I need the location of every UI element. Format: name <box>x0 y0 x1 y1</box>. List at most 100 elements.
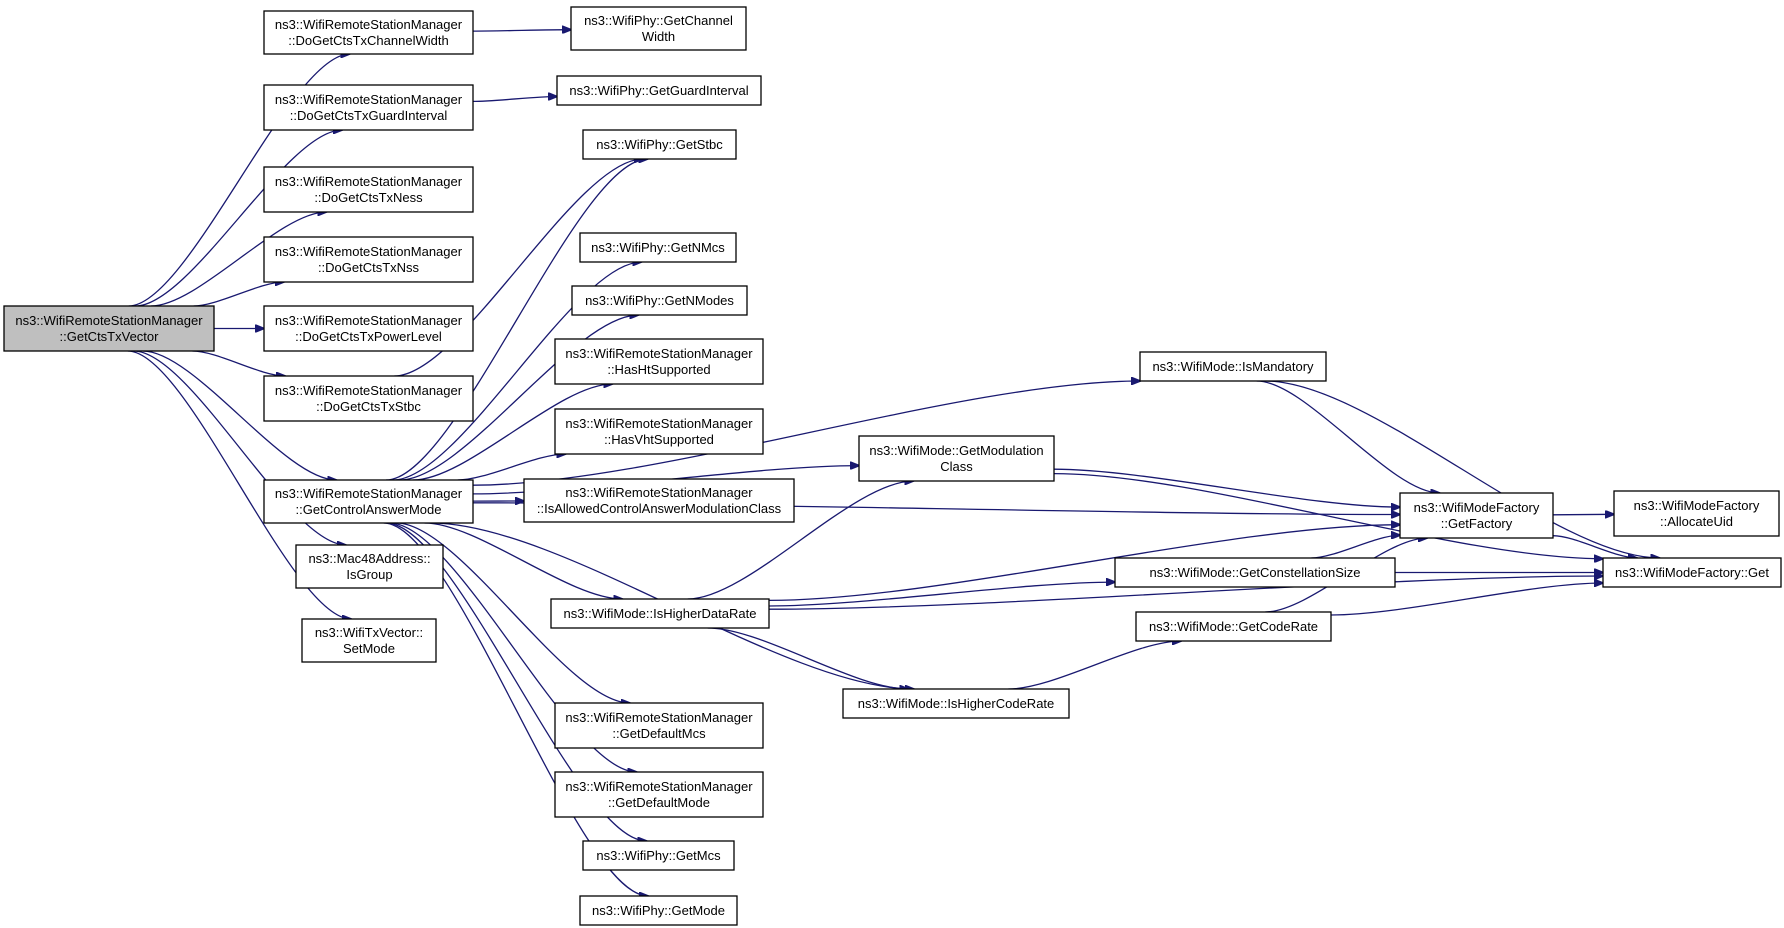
node-nss[interactable]: ns3::WifiRemoteStationManager::DoGetCtsT… <box>263 236 474 283</box>
node-cam[interactable]: ns3::WifiRemoteStationManager::GetContro… <box>263 479 474 524</box>
node-label: ::DoGetCtsTxNss <box>318 260 420 275</box>
node-box <box>263 479 474 524</box>
edge-mandatory-to-mfget <box>1265 380 1659 558</box>
node-box <box>858 435 1055 482</box>
node-defmcs[interactable]: ns3::WifiRemoteStationManager::GetDefaul… <box>554 702 764 749</box>
node-label: ::GetDefaultMode <box>608 795 710 810</box>
node-label: ::GetControlAnswerMode <box>296 502 442 517</box>
node-label: ns3::WifiRemoteStationManager <box>275 313 463 328</box>
edge-root-to-chw <box>128 54 350 307</box>
node-box <box>554 338 764 385</box>
node-label: ns3::WifiRemoteStationManager <box>275 174 463 189</box>
node-box <box>554 408 764 455</box>
node-chw[interactable]: ns3::WifiRemoteStationManager::DoGetCtsT… <box>263 10 474 55</box>
node-phy_gi[interactable]: ns3::WifiPhy::GetGuardInterval <box>556 75 762 106</box>
edge-higherdr-to-mfget <box>768 576 1603 610</box>
node-pow[interactable]: ns3::WifiRemoteStationManager::DoGetCtsT… <box>263 305 474 352</box>
edge-cam-to-higherdr <box>424 522 623 599</box>
node-mandatory[interactable]: ns3::WifiMode::IsMandatory <box>1139 351 1327 382</box>
node-label: ns3::WifiTxVector:: <box>315 625 423 640</box>
node-label: ns3::WifiRemoteStationManager <box>565 416 753 431</box>
nodes-layer: ns3::WifiRemoteStationManager::GetCtsTxV… <box>3 6 1782 926</box>
node-defmode[interactable]: ns3::WifiRemoteStationManager::GetDefaul… <box>554 771 764 818</box>
edge-higherdr-to-constsize <box>768 582 1115 607</box>
edge-highercr-to-coderate <box>1008 641 1181 690</box>
node-box <box>263 10 474 55</box>
edge-cam-to-hasvht <box>457 454 566 481</box>
node-allowed[interactable]: ns3::WifiRemoteStationManager::IsAllowed… <box>523 478 795 523</box>
node-stbc[interactable]: ns3::WifiRemoteStationManager::DoGetCtsT… <box>263 375 474 422</box>
node-phy_mcs[interactable]: ns3::WifiPhy::GetMcs <box>582 840 735 871</box>
node-box <box>579 232 737 263</box>
edge-coderate-to-mfget <box>1330 583 1603 616</box>
node-label: ::DoGetCtsTxChannelWidth <box>288 33 448 48</box>
node-label: ns3::WifiPhy::GetStbc <box>596 137 723 152</box>
node-label: ::DoGetCtsTxNess <box>314 190 423 205</box>
node-label: ns3::WifiPhy::GetChannel <box>584 13 733 28</box>
node-phy_stbc[interactable]: ns3::WifiPhy::GetStbc <box>582 129 737 160</box>
edge-cam-to-phy_nmcs <box>392 262 642 481</box>
node-label: ::AllocateUid <box>1660 514 1733 529</box>
node-label: ::DoGetCtsTxPowerLevel <box>295 329 442 344</box>
node-label: IsGroup <box>346 567 392 582</box>
node-label: Width <box>642 29 675 44</box>
node-label: ns3::WifiMode::GetConstellationSize <box>1150 565 1361 580</box>
node-isgroup[interactable]: ns3::Mac48Address::IsGroup <box>295 544 444 589</box>
edge-modclass-to-getfactory <box>1053 468 1400 507</box>
node-phy_nmcs[interactable]: ns3::WifiPhy::GetNMcs <box>579 232 737 263</box>
node-label: ::GetCtsTxVector <box>60 329 160 344</box>
node-box <box>523 478 795 523</box>
node-label: ns3::WifiModeFactory <box>1414 500 1540 515</box>
node-label: ::DoGetCtsTxStbc <box>316 399 421 414</box>
node-ness[interactable]: ns3::WifiRemoteStationManager::DoGetCtsT… <box>263 166 474 213</box>
node-coderate[interactable]: ns3::WifiMode::GetCodeRate <box>1135 611 1332 642</box>
node-mfget[interactable]: ns3::WifiModeFactory::Get <box>1602 557 1782 588</box>
node-label: ns3::WifiPhy::GetMode <box>592 903 725 918</box>
node-label: ::GetDefaultMcs <box>612 726 706 741</box>
node-phy_mode[interactable]: ns3::WifiPhy::GetMode <box>579 895 738 926</box>
node-setmode[interactable]: ns3::WifiTxVector::SetMode <box>301 618 437 663</box>
edge-cam-to-phy_stbc <box>385 159 648 481</box>
node-box <box>263 236 474 283</box>
node-getfactory[interactable]: ns3::WifiModeFactory::GetFactory <box>1399 492 1554 539</box>
node-root[interactable]: ns3::WifiRemoteStationManager::GetCtsTxV… <box>3 305 215 352</box>
edge-higherdr-to-modclass <box>687 481 914 600</box>
edge-higherdr-to-getfactory <box>768 525 1400 602</box>
node-label: ns3::WifiRemoteStationManager <box>15 313 203 328</box>
node-box <box>263 166 474 213</box>
node-phy_nmodes[interactable]: ns3::WifiPhy::GetNModes <box>571 285 748 316</box>
node-hasht[interactable]: ns3::WifiRemoteStationManager::HasHtSupp… <box>554 338 764 385</box>
node-higherdr[interactable]: ns3::WifiMode::IsHigherDataRate <box>550 598 770 629</box>
node-box <box>3 305 215 352</box>
node-constsize[interactable]: ns3::WifiMode::GetConstellationSize <box>1114 557 1396 588</box>
node-allocuid[interactable]: ns3::WifiModeFactory::AllocateUid <box>1613 490 1780 537</box>
node-label: ::IsAllowedControlAnswerModulationClass <box>537 501 782 516</box>
node-box <box>570 6 747 51</box>
node-box <box>550 598 770 629</box>
node-gi[interactable]: ns3::WifiRemoteStationManager::DoGetCtsT… <box>263 84 474 131</box>
node-label: ns3::WifiRemoteStationManager <box>275 486 463 501</box>
node-hasvht[interactable]: ns3::WifiRemoteStationManager::HasVhtSup… <box>554 408 764 455</box>
edge-mandatory-to-getfactory <box>1256 380 1440 493</box>
node-box <box>554 702 764 749</box>
node-label: ns3::WifiRemoteStationManager <box>275 92 463 107</box>
edge-getfactory-to-allocuid <box>1552 514 1614 515</box>
edge-cam-to-phy_mode <box>383 522 649 896</box>
edge-root-to-ness <box>150 212 327 307</box>
edge-modclass-to-mfget <box>1053 472 1603 559</box>
edge-cam-to-phy_mcs <box>386 522 646 841</box>
node-box <box>554 771 764 818</box>
node-box <box>582 840 735 871</box>
edge-getfactory-to-mfget <box>1552 535 1637 558</box>
node-label: ns3::WifiRemoteStationManager <box>275 17 463 32</box>
node-label: Class <box>940 459 973 474</box>
edge-gi-to-phy_gi <box>472 97 557 103</box>
node-highercr[interactable]: ns3::WifiMode::IsHigherCodeRate <box>842 688 1070 719</box>
node-label: ns3::WifiPhy::GetNModes <box>585 293 734 308</box>
node-box <box>556 75 762 106</box>
edge-higherdr-to-highercr <box>707 627 909 689</box>
node-label: ns3::WifiPhy::GetGuardInterval <box>569 83 748 98</box>
